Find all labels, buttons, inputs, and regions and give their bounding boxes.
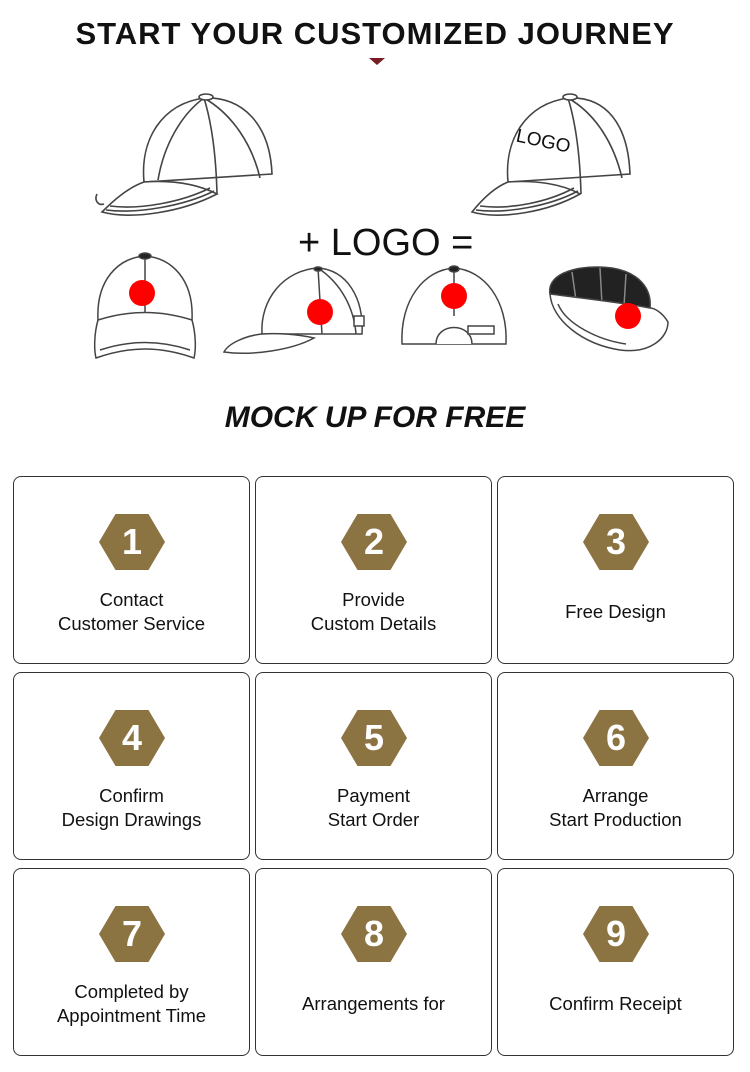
step-label-line2: Design Drawings bbox=[61, 809, 202, 830]
step-label-line1: Free Design bbox=[565, 601, 666, 622]
step-label: Arrangements for bbox=[256, 974, 491, 1034]
step-card: 5 Payment Start Order bbox=[255, 672, 492, 860]
step-label: Payment Start Order bbox=[256, 778, 491, 838]
logo-placement-dot bbox=[307, 299, 333, 325]
step-label: Contact Customer Service bbox=[14, 582, 249, 642]
step-card: 3 Free Design bbox=[497, 476, 734, 664]
logo-cap-illustration: LOGO bbox=[470, 93, 631, 216]
step-label-line1: Contact bbox=[99, 589, 164, 610]
cap-inside-view bbox=[549, 266, 669, 352]
step-label-line1: Arrangements for bbox=[302, 993, 445, 1014]
cap-front-view bbox=[93, 252, 197, 359]
step-label: Arrange Start Production bbox=[498, 778, 733, 838]
step-card: 6 Arrange Start Production bbox=[497, 672, 734, 860]
logo-placement-dot bbox=[441, 283, 467, 309]
step-label-line2: Start Order bbox=[327, 809, 420, 830]
step-card: 1 Contact Customer Service bbox=[13, 476, 250, 664]
title-marker bbox=[369, 58, 385, 65]
equation-text: + LOGO = bbox=[298, 222, 474, 264]
step-label-line1: Provide bbox=[342, 589, 405, 610]
step-card: 4 Confirm Design Drawings bbox=[13, 672, 250, 860]
step-label-line1: Payment bbox=[336, 785, 410, 806]
step-number-badge: 3 bbox=[583, 514, 649, 570]
step-card: 8 Arrangements for bbox=[255, 868, 492, 1056]
cap-views bbox=[0, 250, 750, 370]
step-label: Provide Custom Details bbox=[256, 582, 491, 642]
hero-equation: + LOGO = LOGO bbox=[0, 84, 750, 264]
plain-cap-illustration bbox=[95, 93, 273, 216]
step-label-line2: Custom Details bbox=[310, 613, 437, 634]
step-label-line1: Confirm Receipt bbox=[549, 993, 682, 1014]
logo-placement-dot bbox=[129, 280, 155, 306]
step-number-badge: 6 bbox=[583, 710, 649, 766]
step-number-badge: 5 bbox=[341, 710, 407, 766]
step-label: Free Design bbox=[498, 582, 733, 642]
step-label: Completed by Appointment Time bbox=[14, 974, 249, 1034]
step-number-badge: 8 bbox=[341, 906, 407, 962]
step-label-line2: Appointment Time bbox=[56, 1005, 207, 1026]
cap-back-view bbox=[401, 265, 507, 345]
logo-placement-dot bbox=[615, 303, 641, 329]
step-card: 9 Confirm Receipt bbox=[497, 868, 734, 1056]
step-card: 7 Completed by Appointment Time bbox=[13, 868, 250, 1056]
step-label-line2: Customer Service bbox=[57, 613, 205, 634]
step-label: Confirm Design Drawings bbox=[14, 778, 249, 838]
step-card: 2 Provide Custom Details bbox=[255, 476, 492, 664]
step-number-badge: 7 bbox=[99, 906, 165, 962]
step-label-line1: Confirm bbox=[99, 785, 164, 806]
step-label-line1: Completed by bbox=[74, 981, 189, 1002]
process-steps-grid: 1 Contact Customer Service 2 Provide Cus… bbox=[13, 476, 735, 1056]
step-number-badge: 1 bbox=[99, 514, 165, 570]
cap-side-view bbox=[222, 266, 365, 354]
step-number-badge: 9 bbox=[583, 906, 649, 962]
step-label: Confirm Receipt bbox=[498, 974, 733, 1034]
page-title: START YOUR CUSTOMIZED JOURNEY bbox=[75, 16, 675, 51]
step-number-badge: 2 bbox=[341, 514, 407, 570]
step-label-line2: Start Production bbox=[549, 809, 682, 830]
step-label-line1: Arrange bbox=[582, 785, 649, 806]
section-subtitle: MOCK UP FOR FREE bbox=[224, 401, 526, 434]
step-number-badge: 4 bbox=[99, 710, 165, 766]
